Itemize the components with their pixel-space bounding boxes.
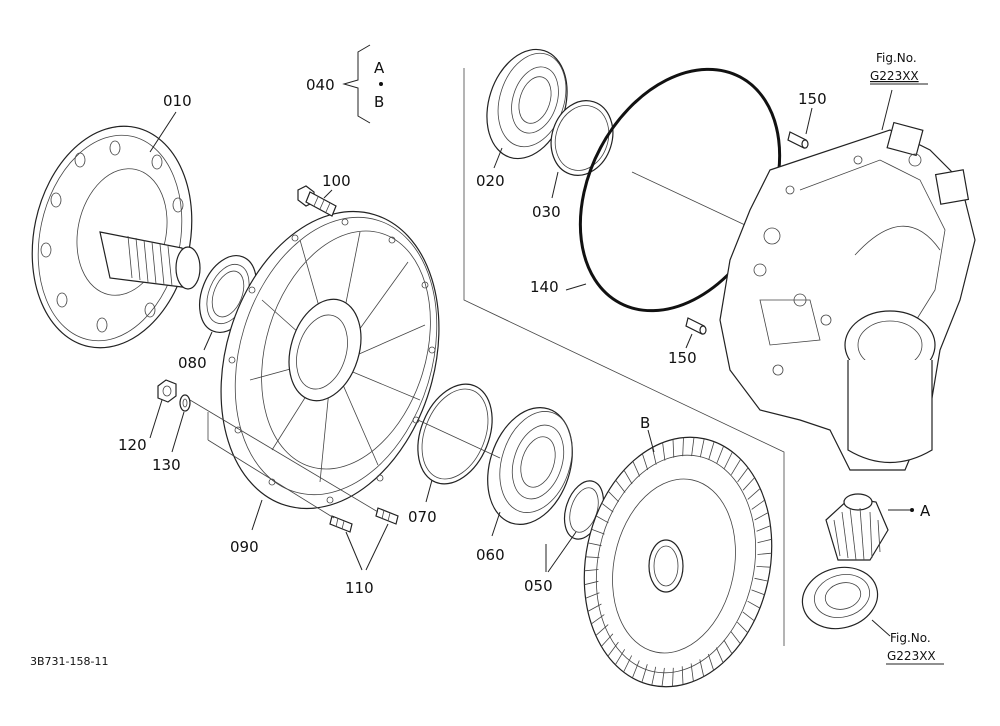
callout-150-lower: 150 bbox=[668, 349, 697, 367]
gear-tooth bbox=[730, 459, 741, 475]
gear-tooth bbox=[751, 589, 765, 596]
gear-tooth bbox=[651, 666, 657, 686]
gear-tooth bbox=[708, 441, 715, 460]
gear-tooth bbox=[757, 552, 772, 555]
gear-tooth bbox=[681, 666, 684, 685]
gear-tooth bbox=[661, 667, 665, 687]
part-020-bearing[interactable] bbox=[474, 39, 581, 169]
gear-tooth bbox=[591, 528, 605, 535]
gear-tooth bbox=[737, 467, 749, 483]
part-130-lock-washer[interactable] bbox=[179, 394, 191, 412]
gear-tooth bbox=[623, 655, 633, 673]
pinion-bearing bbox=[801, 566, 879, 630]
gear-tooth bbox=[595, 515, 609, 524]
drawing-number: 3B731-158-11 bbox=[30, 655, 108, 668]
callout-140: 140 bbox=[530, 278, 559, 296]
callout-110: 110 bbox=[345, 579, 374, 597]
gearbox-housing bbox=[719, 121, 976, 471]
callout-020: 020 bbox=[476, 172, 505, 190]
gear-tooth bbox=[699, 659, 705, 677]
gear-tooth bbox=[672, 439, 675, 458]
gear-marker-b: B bbox=[640, 414, 650, 432]
callout-120: 120 bbox=[118, 436, 147, 454]
part-090-housing-cover[interactable] bbox=[186, 184, 474, 536]
gear-tooth bbox=[747, 600, 761, 609]
callout-060: 060 bbox=[476, 546, 505, 564]
part-110-stud-bolts[interactable] bbox=[329, 507, 399, 533]
reference-number-bottom[interactable]: G223XX bbox=[887, 649, 936, 663]
gear-tooth bbox=[615, 479, 626, 493]
gear-tooth bbox=[756, 525, 771, 532]
gear-tooth bbox=[751, 499, 765, 510]
reference-number-top[interactable]: G223XX bbox=[870, 69, 919, 83]
part-120-nut[interactable] bbox=[157, 379, 177, 403]
callout-100: 100 bbox=[322, 172, 351, 190]
gear-tooth bbox=[754, 577, 769, 582]
gear-tooth bbox=[601, 502, 614, 513]
callout-090: 090 bbox=[230, 538, 259, 556]
reference-title-top: Fig.No. bbox=[876, 51, 917, 65]
part-150-dowel-pin-lower[interactable] bbox=[685, 317, 707, 335]
callout-130: 130 bbox=[152, 456, 181, 474]
gear-tooth bbox=[715, 647, 724, 663]
gear-tooth bbox=[587, 603, 602, 612]
callout-050: 050 bbox=[524, 577, 553, 595]
bevel-gear-b[interactable] bbox=[562, 420, 794, 705]
gear-tooth bbox=[601, 633, 614, 647]
gear-tooth bbox=[742, 611, 755, 622]
gear-tooth bbox=[641, 664, 648, 683]
part-150-dowel-pin-upper[interactable] bbox=[787, 131, 809, 149]
set-marker-b: B bbox=[374, 93, 384, 111]
gear-tooth bbox=[747, 488, 761, 500]
callout-010: 010 bbox=[163, 92, 192, 110]
gear-tooth bbox=[754, 512, 769, 521]
gear-tooth bbox=[608, 491, 619, 503]
callout-040: 040 bbox=[306, 76, 335, 94]
part-040-gear-set-bracket bbox=[342, 44, 383, 124]
gear-tooth bbox=[716, 445, 724, 464]
gear-tooth bbox=[757, 538, 772, 544]
callout-030: 030 bbox=[532, 203, 561, 221]
gear-tooth bbox=[707, 653, 714, 671]
callout-150-upper: 150 bbox=[798, 90, 827, 108]
gear-tooth bbox=[584, 569, 599, 572]
gear-tooth bbox=[587, 542, 602, 547]
pinion-gear-a[interactable] bbox=[825, 493, 889, 561]
gear-tooth bbox=[584, 580, 599, 586]
gear-tooth bbox=[690, 663, 694, 682]
gear-tooth bbox=[651, 447, 657, 465]
reference-title-bottom: Fig.No. bbox=[890, 631, 931, 645]
gear-tooth bbox=[595, 624, 609, 636]
gear-tooth bbox=[730, 631, 741, 645]
gear-tooth bbox=[615, 649, 626, 665]
gear-tooth bbox=[742, 477, 755, 491]
callout-070: 070 bbox=[408, 508, 437, 526]
pinion-marker-a: A bbox=[920, 502, 931, 520]
gear-tooth bbox=[585, 592, 600, 599]
gear-tooth bbox=[591, 614, 605, 625]
gear-tooth bbox=[585, 556, 600, 558]
gear-tooth bbox=[672, 667, 674, 687]
set-marker-a: A bbox=[374, 59, 385, 77]
gear-tooth bbox=[607, 641, 619, 657]
callout-080: 080 bbox=[178, 354, 207, 372]
gear-tooth bbox=[723, 639, 733, 655]
gear-tooth bbox=[691, 437, 695, 457]
gear-tooth bbox=[623, 469, 633, 485]
part-010-flange-shaft[interactable] bbox=[12, 111, 211, 363]
gear-tooth bbox=[699, 438, 705, 458]
gear-tooth bbox=[756, 566, 771, 568]
part-100-bolt[interactable] bbox=[297, 185, 337, 217]
gear-tooth bbox=[632, 660, 640, 679]
gear-tooth bbox=[723, 451, 733, 469]
gear-tooth bbox=[682, 437, 684, 457]
gear-tooth bbox=[632, 461, 641, 477]
gear-tooth bbox=[737, 621, 748, 633]
gear-tooth bbox=[662, 442, 666, 461]
part-070-o-ring[interactable] bbox=[404, 373, 506, 495]
part-060-bearing[interactable] bbox=[473, 397, 586, 536]
gear-tooth bbox=[642, 453, 649, 471]
